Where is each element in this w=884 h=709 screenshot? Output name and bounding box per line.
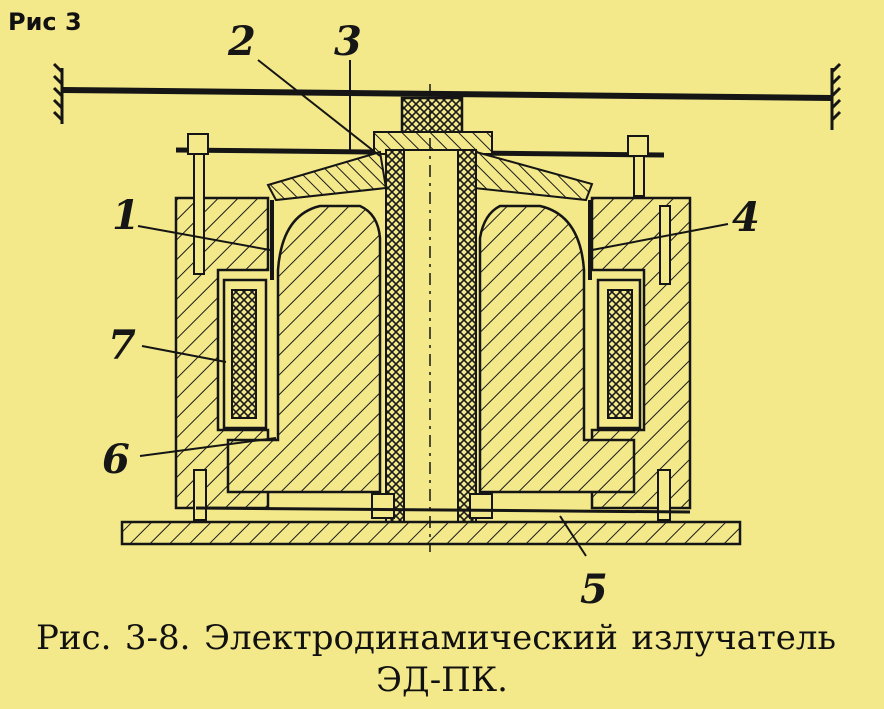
figure-label: Рис 3 [8,8,82,36]
caption-number: 3-8. [124,618,191,658]
central-tube-wall-left [385,149,405,523]
callout-7: 7 [108,322,136,369]
caption-word-2: излучатель [631,618,836,658]
pole-piece-left [226,204,382,494]
base-plate [120,520,742,546]
caption-line-1: Рис. 3-8. Электродинамический излучатель [36,618,836,658]
callout-4: 4 [732,194,760,241]
coil-left-winding [231,289,257,419]
caption-word-1: Электродинамический [203,618,618,658]
central-tube-wall-right [457,149,477,523]
bolts [187,133,671,521]
central-tube-bore [403,149,459,523]
diaphragm-cone-right [472,150,594,202]
coil-right-winding [607,289,633,419]
callout-2: 2 [228,18,256,65]
callout-6: 6 [102,436,130,483]
suspension-beam [61,87,833,101]
callout-5: 5 [580,566,608,613]
caption-line-2: ЭД-ПК. [376,660,508,700]
left-wall-mount [52,62,64,124]
caption-prefix: Рис. [36,618,112,658]
pole-piece-right [478,204,636,494]
callout-3: 3 [334,18,362,65]
diaphragm-cone-left [266,150,388,202]
right-wall-mount [830,62,842,130]
bottom-membrane [195,506,691,514]
leader-lines [137,59,729,557]
callout-1: 1 [112,192,140,239]
